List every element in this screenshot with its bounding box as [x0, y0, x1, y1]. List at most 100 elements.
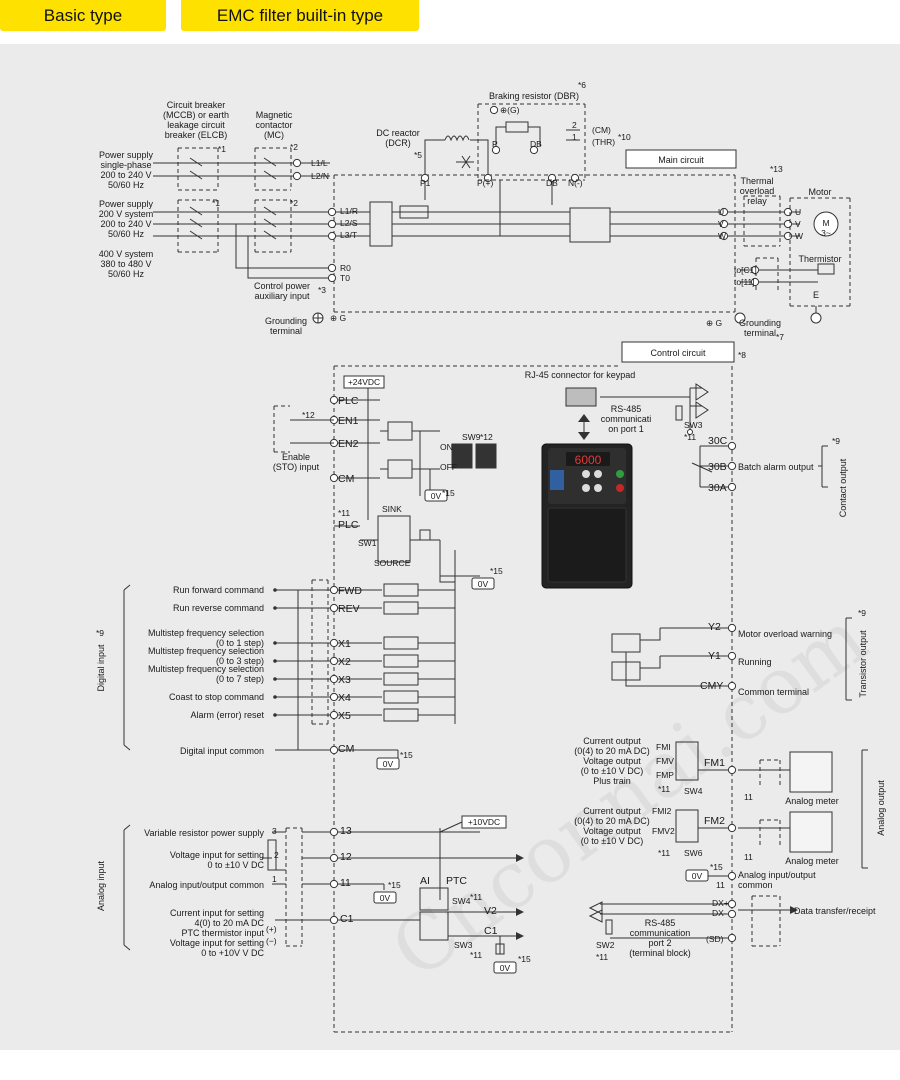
motor-m: M — [822, 218, 829, 228]
note-2: *2 — [290, 142, 298, 152]
terminal-c1: C1 — [340, 913, 354, 925]
note-9-contact: *9 — [832, 436, 840, 446]
terminal-13: 13 — [340, 825, 352, 837]
plus-label: (+) — [266, 924, 277, 934]
pot-2: 2 — [274, 850, 279, 860]
source-label: SOURCE — [374, 558, 411, 568]
pot-1: 1 — [272, 874, 277, 884]
y2-label: Motor overload warning — [738, 629, 832, 639]
sw9-on: ON — [440, 442, 453, 452]
note-15-c1: *15 — [518, 954, 531, 964]
minus-label: (−) — [266, 936, 277, 946]
digital-input-label: Alarm (error) reset — [190, 710, 264, 720]
note-11-fm1: *11 — [658, 784, 670, 794]
batch-alarm-label: Batch alarm output — [738, 462, 814, 472]
ptc-label: PTC — [446, 875, 467, 887]
fm2-labels: Current output(0(4) to 20 mA DC)Voltage … — [574, 806, 650, 846]
tab-basic-type[interactable]: Basic type — [0, 0, 166, 31]
fmi-label: FMI — [656, 742, 671, 752]
sw2-label: SW2 — [596, 940, 615, 950]
note-3: *3 — [318, 285, 326, 295]
sw4-label: SW4 — [684, 786, 703, 796]
fmp-label: FMP — [656, 770, 674, 780]
terminal-11-fm2: 11 — [744, 852, 753, 862]
sw4-ai-label: SW4 — [452, 896, 471, 906]
dc-reactor-label: DC reactor(DCR) — [376, 128, 420, 148]
digital-input-term: REV — [338, 603, 360, 615]
tab-emc-filter-type[interactable]: EMC filter built-in type — [181, 0, 419, 31]
ground-terminal-right: ⊕ G — [706, 318, 722, 328]
transistor-output-side: Transistor output — [858, 630, 868, 698]
terminal-l1r: L1/R — [340, 206, 358, 216]
note-11-sw3b: *11 — [470, 950, 482, 960]
terminal-en1: EN1 — [338, 415, 359, 427]
analog-meter-2-label: Analog meter — [785, 856, 839, 866]
plus24vdc: +24VDC — [348, 377, 380, 387]
terminal-dxm: DX- — [712, 908, 727, 918]
terminal-11-fm1: 11 — [744, 792, 753, 802]
data-transfer-label: Data transfer/receipt — [794, 906, 876, 916]
note-1b: *1 — [212, 198, 220, 208]
sw9-off: OFF — [440, 462, 457, 472]
note-5: *5 — [414, 150, 422, 160]
terminal-y1: Y1 — [708, 650, 721, 662]
enable-sto-label: Enable(STO) input — [273, 452, 320, 472]
digital-input-term: X1 — [338, 638, 351, 650]
terminal-db: DB — [546, 178, 558, 188]
zero-volt-en: 0V — [431, 491, 442, 501]
terminal-c1b: C1 — [484, 925, 498, 937]
terminal-cm-dbr: (CM) — [592, 125, 611, 135]
note-7: *7 — [776, 332, 784, 342]
terminal-fm1: FM1 — [704, 757, 725, 769]
terminal-12: 12 — [340, 851, 352, 863]
fmv2-label: FMV2 — [652, 826, 675, 836]
braking-resistor-label: Braking resistor (DBR) — [489, 91, 579, 101]
digital-input-label: Multistep frequency selection(0 to 1 ste… — [148, 628, 264, 648]
digital-input-term: X4 — [338, 692, 351, 704]
zero-volt-di: 0V — [478, 579, 489, 589]
fmi2-label: FMI2 — [652, 806, 672, 816]
y1-label: Running — [738, 657, 772, 667]
motor-v: V — [795, 219, 801, 229]
fm1-labels: Current output(0(4) to 20 mA DC)Voltage … — [574, 736, 650, 786]
digital-input-side: Digital input — [96, 644, 106, 692]
terminal-30a: 30A — [708, 482, 727, 494]
note-15-top: *15 — [490, 566, 503, 576]
ground-terminal-g: ⊕ G — [330, 313, 346, 323]
terminal-cm-di: CM — [338, 743, 354, 755]
terminal-plc: PLC — [338, 395, 359, 407]
terminal-30b: 30B — [708, 461, 727, 473]
terminal-v2: V2 — [484, 905, 497, 917]
rj45-label: RJ-45 connector for keypad — [525, 370, 636, 380]
terminal-en2: EN2 — [338, 438, 359, 450]
sw9-label: SW9 — [462, 432, 481, 442]
terminal-cmy: CMY — [700, 680, 723, 692]
earth-e: E — [813, 290, 819, 300]
terminal-11-common: 11 — [716, 880, 725, 890]
zero-volt-11: 0V — [380, 893, 391, 903]
digital-input-label: Run forward command — [173, 585, 264, 595]
digital-common-label: Digital input common — [180, 746, 264, 756]
terminal-30c: 30C — [708, 435, 728, 447]
terminal-cm: CM — [338, 473, 354, 485]
sw6-label: SW6 — [684, 848, 703, 858]
terminal-w: W — [718, 231, 726, 241]
sw1-label: SW1 — [358, 538, 377, 548]
note-11-sw2: *11 — [596, 952, 608, 962]
digital-input-term: FWD — [338, 585, 362, 597]
thermistor-label: Thermistor — [798, 254, 841, 264]
terminal-thr: (THR) — [592, 137, 615, 147]
keypad-display: 6000 — [575, 453, 602, 467]
note-1: *1 — [218, 144, 226, 154]
terminal-v: V — [718, 219, 724, 229]
tab-bar: Basic type EMC filter built-in type — [0, 0, 900, 36]
note-2b: *2 — [290, 198, 298, 208]
